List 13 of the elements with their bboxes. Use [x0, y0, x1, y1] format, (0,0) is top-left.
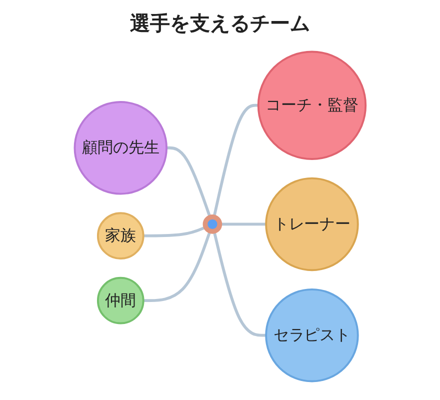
node-circle: コーチ・監督 [257, 50, 366, 160]
connector [166, 146, 212, 218]
connector [143, 225, 206, 237]
connector [143, 230, 212, 302]
node-circle: 仲間 [96, 276, 144, 324]
node-circle: 家族 [96, 212, 144, 259]
node-circle [202, 214, 222, 234]
connector [220, 222, 266, 226]
diagram-title: 選手を支えるチーム [129, 10, 311, 37]
connector [212, 103, 258, 217]
node-circle: セラピスト [264, 288, 359, 382]
node-circle: トレーナー [264, 176, 359, 271]
node-circle: 顧問の先生 [74, 100, 168, 194]
